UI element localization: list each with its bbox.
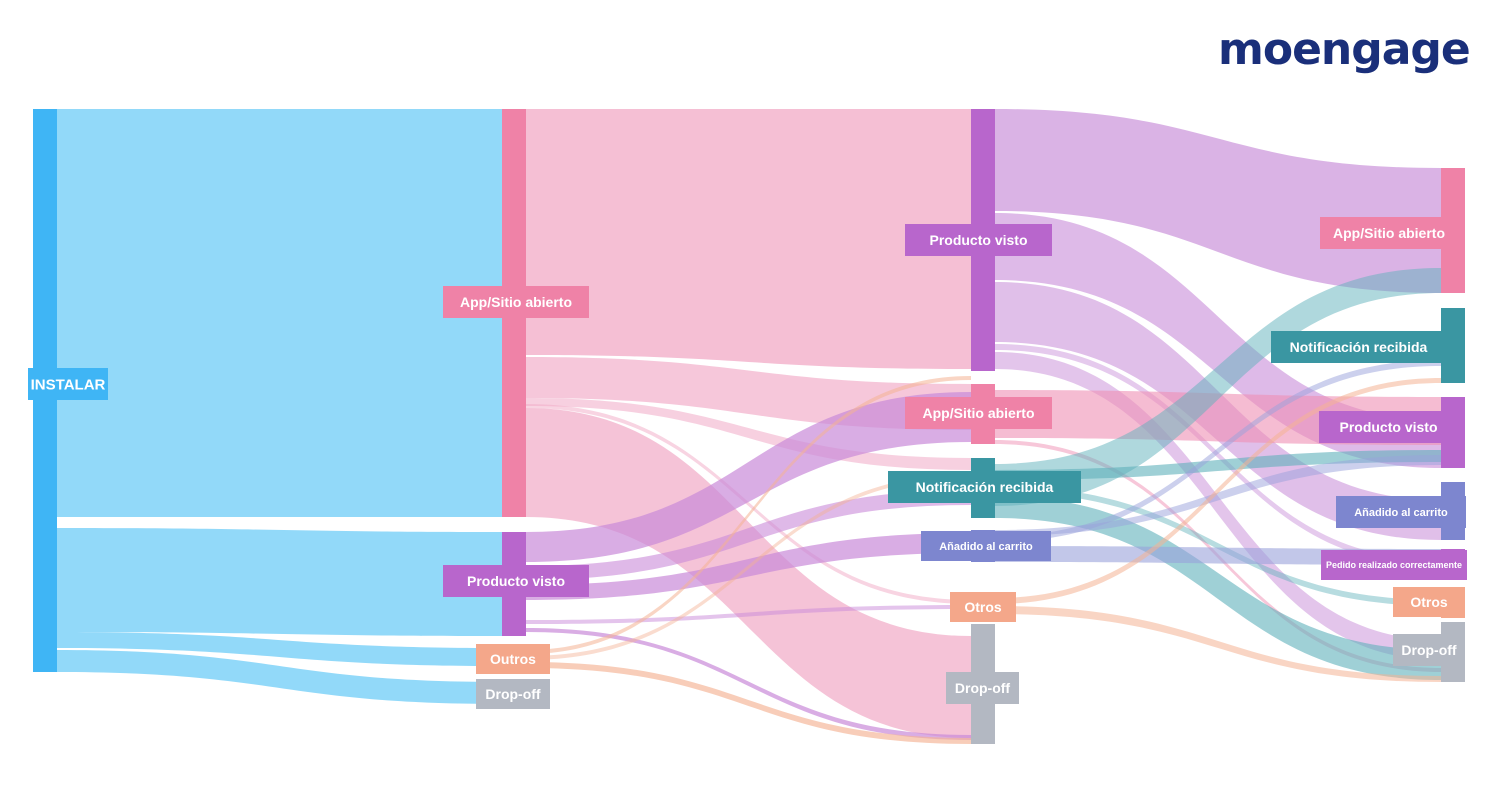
node-label-otros2: Otros [964, 599, 1002, 615]
link-instalar-to-prod1 [57, 528, 502, 636]
node-label-box-app2 [905, 397, 1052, 429]
node-label-box-notif3 [1271, 331, 1446, 363]
node-label-prod1: Producto visto [467, 573, 565, 589]
node-notif3: Notificación recibida [1271, 308, 1465, 383]
node-label-box-prod2 [905, 224, 1052, 256]
node-notif2: Notificación recibida [888, 458, 1081, 518]
link-instalar-to-drop1 [57, 650, 502, 704]
sankey-links [57, 109, 1441, 744]
link-prod1-to-otros2 [526, 605, 971, 624]
node-label-box-otros2 [950, 592, 1016, 622]
node-label-box-instalar [28, 368, 108, 400]
node-otros3: Otros [1393, 587, 1465, 618]
link-notif2-to-app3 [995, 268, 1441, 506]
moengage-logo: moengage [1218, 24, 1471, 75]
link-app1-to-otros2 [526, 404, 971, 604]
node-prod2: Producto visto [905, 109, 1052, 371]
node-label-box-drop1 [476, 679, 550, 709]
link-notif2-to-drop3 [995, 496, 1441, 680]
node-app1: App/Sitio abierto [443, 109, 589, 517]
node-drop2: Drop-off [946, 624, 1019, 744]
node-label-box-cart3 [1336, 496, 1466, 528]
node-pedido3: Pedido realizado correctamente [1321, 549, 1467, 580]
link-prod1-to-notif2 [526, 490, 971, 580]
link-otros1-to-drop2 [526, 662, 971, 744]
node-label-box-drop3 [1393, 634, 1465, 666]
node-app2: App/Sitio abierto [905, 384, 1052, 444]
node-label-instalar: INSTALAR [31, 376, 106, 393]
node-prod3: Producto visto [1319, 397, 1465, 468]
node-app3: App/Sitio abierto [1320, 168, 1465, 293]
node-label-box-app3 [1320, 217, 1458, 249]
node-otros1: Outros [476, 644, 550, 674]
node-label-prod2: Producto visto [929, 232, 1027, 248]
node-label-box-pedido3 [1321, 550, 1467, 580]
link-cart2-to-notif3 [995, 360, 1441, 542]
link-notif2-to-otros3 [995, 486, 1441, 606]
node-label-app1: App/Sitio abierto [460, 294, 572, 310]
link-instalar-to-app1 [57, 109, 502, 517]
link-prod2-to-pedido3 [995, 344, 1441, 566]
node-cart2: Añadido al carrito [921, 530, 1051, 562]
node-drop1: Drop-off [476, 679, 550, 709]
node-label-app3: App/Sitio abierto [1333, 225, 1445, 241]
node-label-box-otros3 [1393, 587, 1465, 617]
brand-name: moengage [1218, 24, 1470, 75]
link-prod1-to-drop2 [526, 628, 971, 740]
node-label-cart2: Añadido al carrito [939, 541, 1033, 553]
node-label-box-notif2 [888, 471, 1081, 503]
node-label-drop2: Drop-off [955, 680, 1011, 696]
node-label-box-cart2 [921, 531, 1051, 561]
node-cart3: Añadido al carrito [1336, 482, 1466, 540]
link-app1-to-prod2 [526, 109, 971, 369]
node-label-cart3: Añadido al carrito [1354, 507, 1448, 519]
node-label-prod3: Producto visto [1339, 419, 1437, 435]
node-label-box-otros1 [476, 644, 550, 674]
node-label-drop3: Drop-off [1401, 642, 1457, 658]
node-prod1: Producto visto [443, 532, 589, 636]
link-otros1-to-notif2 [526, 474, 971, 660]
link-prod2-to-drop3 [995, 352, 1441, 660]
node-drop3: Drop-off [1393, 622, 1465, 682]
node-label-drop1: Drop-off [485, 686, 541, 702]
node-label-otros3: Otros [1410, 594, 1448, 610]
link-notif2-to-prod3 [995, 450, 1441, 480]
link-otros2-to-notif3 [995, 378, 1441, 604]
node-label-otros1: Outros [490, 651, 536, 667]
node-label-pedido3: Pedido realizado correctamente [1326, 560, 1462, 570]
link-instalar-to-otros1 [57, 632, 502, 666]
node-label-box-drop2 [946, 672, 1019, 704]
link-otros1-to-app2 [526, 376, 971, 654]
node-label-box-prod3 [1319, 411, 1458, 443]
link-prod1-to-cart2 [526, 533, 971, 600]
link-cart2-to-prod3 [995, 455, 1441, 536]
node-otros2: Otros [950, 592, 1016, 622]
node-label-box-app1 [443, 286, 589, 318]
link-prod1-to-app2 [526, 392, 971, 562]
node-instalar: INSTALAR [28, 109, 108, 672]
link-otros2-to-drop3 [995, 606, 1441, 682]
node-label-notif2: Notificación recibida [916, 479, 1054, 495]
node-label-notif3: Notificación recibida [1290, 339, 1428, 355]
node-label-app2: App/Sitio abierto [923, 405, 1035, 421]
node-label-box-prod1 [443, 565, 589, 597]
